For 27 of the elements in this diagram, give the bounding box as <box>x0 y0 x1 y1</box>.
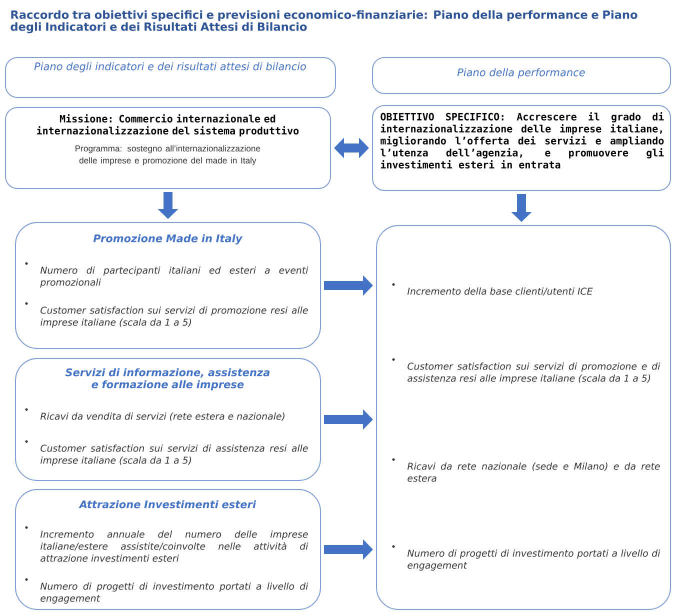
indicator-box <box>15 222 321 349</box>
indicator-box <box>15 358 321 481</box>
indicator-box <box>15 489 321 610</box>
header-box <box>372 57 671 94</box>
objective-box <box>372 105 671 191</box>
box-heading: Promozione Made in Italy <box>93 234 243 244</box>
objective-text: OBIETTIVO SPECIFICO: Accrescere il grado di internazionalizzazione delle imprese italiane, migliorando l’offerta dei servizi e ampliando l’utenza dell’agenzia, e promuovere gli investimenti esteri in entrata <box>380 112 664 168</box>
header-box <box>5 57 336 98</box>
title: Raccordo tra obiettivi specifici e previsioni economico-finanziarie: Piano della performance e Piano degli Indicatori e dei Risultati Attesi di Bilancio <box>10 10 638 34</box>
box-heading: Attrazione Investimenti esteri <box>78 500 256 508</box>
header-text: Piano della performance <box>457 68 585 78</box>
list-item: Incremento annuale del numero delle imprese italiane/estere assistite/coinvolte nelle attività di attrazione investimenti esteri <box>25 526 308 562</box>
box-heading: Servizi di informazione, assistenza e formazione alle imprese <box>65 368 270 390</box>
header-text: Piano degli indicatori e dei risultati attesi di bilancio <box>34 62 306 72</box>
mission-box <box>5 107 331 189</box>
list-item: Customer satisfaction sui servizi di promozione resi alle imprese italiane (scala da 1 a 5) <box>25 302 308 328</box>
list-item: Incremento della base clienti/utenti ICE <box>392 283 593 296</box>
list-item: Numero di partecipanti italiani ed esteri a eventi promozionali <box>25 262 308 288</box>
result-box <box>376 225 671 610</box>
program-text: Programma: sostegno all’internazionalizzazione delle imprese e promozione del made in Italy <box>76 145 260 166</box>
list-item: Numero di progetti di investimento portati a livello di engagement <box>25 578 308 604</box>
list-item: Customer satisfaction sui servizi di promozione e di assistenza resi alle imprese italiane (scala da 1 a 5) <box>392 358 660 384</box>
list-item: Ricavi da rete nazionale (sede e Milano) e da rete estera <box>392 458 660 482</box>
list-item: Numero di progetti di investimento portati a livello di engagement <box>392 545 660 571</box>
mission-text: Missione: Commercio internazionale ed internazionalizzazione del sistema produttivo <box>36 114 299 136</box>
list-item: Customer satisfaction sui servizi di assistenza resi alle imprese italiane (scala da 1 a 5) <box>25 440 308 466</box>
list-item: Ricavi da vendita di servizi (rete estera e nazionale) <box>25 408 284 421</box>
